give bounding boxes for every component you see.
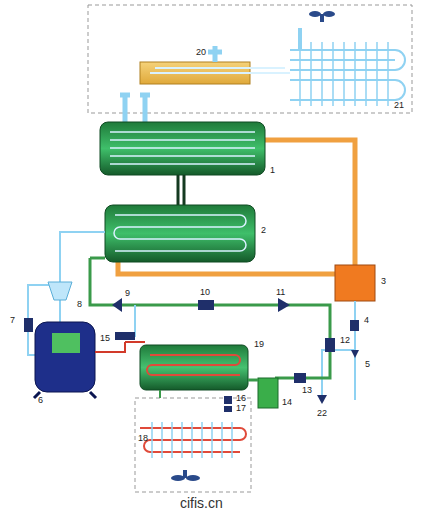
expansion-valve bbox=[278, 298, 290, 312]
separator bbox=[335, 265, 375, 301]
dryer-filter bbox=[294, 373, 306, 383]
callout-number: 15 bbox=[100, 334, 110, 343]
check-valve bbox=[112, 298, 122, 312]
callout-number: 8 bbox=[77, 300, 82, 309]
callout-number: 2 bbox=[261, 226, 266, 235]
drain bbox=[351, 350, 359, 358]
callout-number: 20 bbox=[196, 48, 206, 57]
orange-pipe bbox=[118, 262, 335, 274]
callout-number: 22 bbox=[317, 409, 327, 418]
evaporator bbox=[105, 205, 255, 262]
callout-number: 4 bbox=[364, 316, 369, 325]
filter bbox=[198, 300, 214, 310]
valve bbox=[224, 406, 232, 412]
fan-icon bbox=[171, 470, 200, 481]
callout-number: 19 bbox=[254, 340, 264, 349]
watermark: cifis.cn bbox=[180, 496, 223, 510]
callout-number: 7 bbox=[10, 316, 15, 325]
drain bbox=[317, 395, 327, 404]
callout-number: 9 bbox=[125, 289, 130, 298]
valve bbox=[115, 332, 135, 340]
callout-number: 13 bbox=[302, 386, 312, 395]
valve bbox=[224, 396, 232, 404]
callout-number: 12 bbox=[340, 336, 350, 345]
callout-number: 18 bbox=[138, 434, 148, 443]
callout-number: 17 bbox=[236, 404, 246, 413]
sight-glass bbox=[325, 338, 335, 352]
callout-number: 14 bbox=[282, 398, 292, 407]
callout-number: 10 bbox=[200, 288, 210, 297]
callout-number: 3 bbox=[381, 277, 386, 286]
water-condenser bbox=[140, 345, 248, 390]
compressor bbox=[35, 322, 95, 392]
callout-number: 11 bbox=[276, 288, 285, 297]
callout-number: 6 bbox=[38, 396, 43, 405]
accumulator bbox=[48, 282, 72, 300]
air-section-frame bbox=[88, 5, 412, 113]
valve bbox=[350, 320, 359, 331]
callout-number: 5 bbox=[365, 360, 370, 369]
callout-number: 21 bbox=[394, 101, 404, 110]
callout-number: 1 bbox=[270, 166, 275, 175]
air-to-air-exchanger bbox=[100, 122, 265, 175]
condenser-frame bbox=[135, 398, 251, 492]
fan-icon bbox=[309, 11, 335, 22]
air-condenser bbox=[140, 428, 246, 452]
orange-pipe bbox=[265, 140, 355, 265]
callout-number: 16 bbox=[236, 394, 246, 403]
receiver bbox=[258, 378, 278, 408]
pressure-switch bbox=[24, 318, 33, 332]
